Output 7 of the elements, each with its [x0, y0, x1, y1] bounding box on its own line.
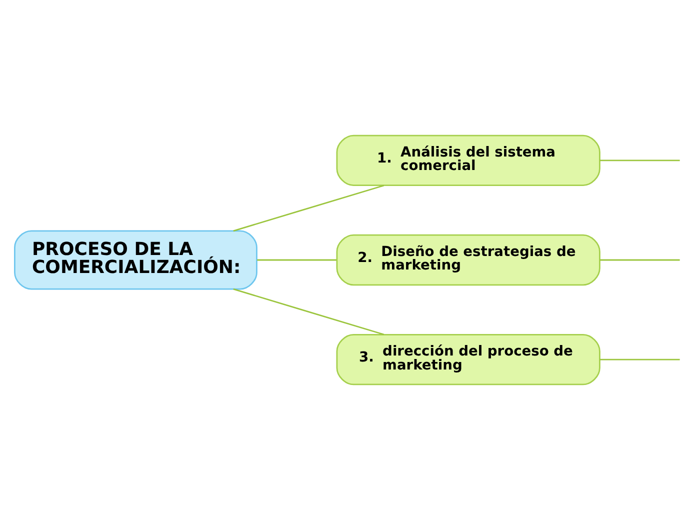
connector [600, 358, 680, 360]
connector [600, 259, 680, 261]
connector [600, 160, 680, 162]
connector [233, 184, 384, 232]
connector [257, 259, 336, 261]
connector [233, 288, 384, 336]
node-box: PROCESO DE LA COMERCIALIZACIÓN: [14, 230, 258, 290]
